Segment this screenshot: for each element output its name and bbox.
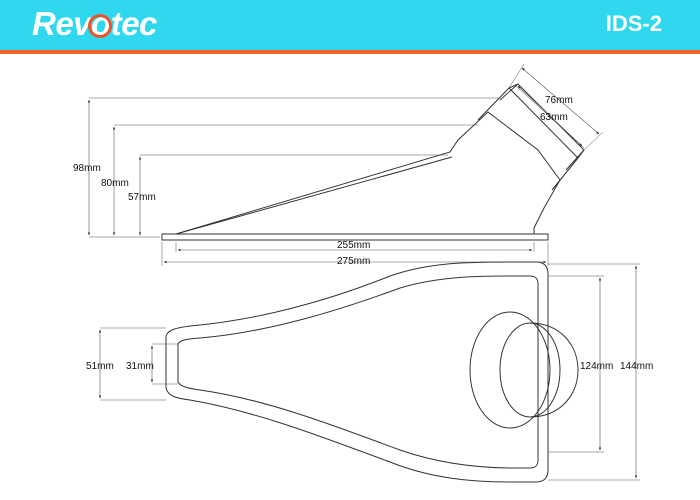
dim-124mm-label: 124mm — [580, 361, 613, 372]
dim-63mm-label: 63mm — [540, 112, 568, 123]
top-view — [165, 261, 579, 483]
side-wedge-inner-line — [175, 156, 453, 235]
dim-255mm-label: 255mm — [337, 240, 370, 251]
side-base-plate — [161, 233, 549, 241]
header-accent-stripe — [0, 50, 700, 54]
top-nozzle-outer-ring — [469, 311, 551, 429]
dim-275mm-label: 275mm — [337, 256, 370, 267]
top-nozzle-cap — [529, 322, 579, 418]
side-view — [161, 83, 585, 241]
dim-31mm-label: 31mm — [126, 361, 154, 372]
dim-80mm-label: 80mm — [101, 178, 129, 189]
side-wedge-body — [175, 111, 561, 235]
dim-98mm-label: 98mm — [73, 163, 101, 174]
dim-57mm-label: 57mm — [128, 192, 156, 203]
top-nozzle-inner-ring — [499, 322, 561, 418]
dim-51mm-label: 51mm — [86, 361, 114, 372]
dim-76mm-label: 76mm — [545, 95, 573, 106]
header-bar — [0, 0, 700, 50]
top-view-dimensions — [98, 263, 640, 481]
top-inner-outline — [177, 275, 539, 469]
model-number: IDS-2 — [605, 11, 662, 36]
side-view-dimensions — [87, 63, 604, 266]
top-outer-outline — [165, 261, 549, 483]
dim-144mm-label: 144mm — [620, 361, 653, 372]
